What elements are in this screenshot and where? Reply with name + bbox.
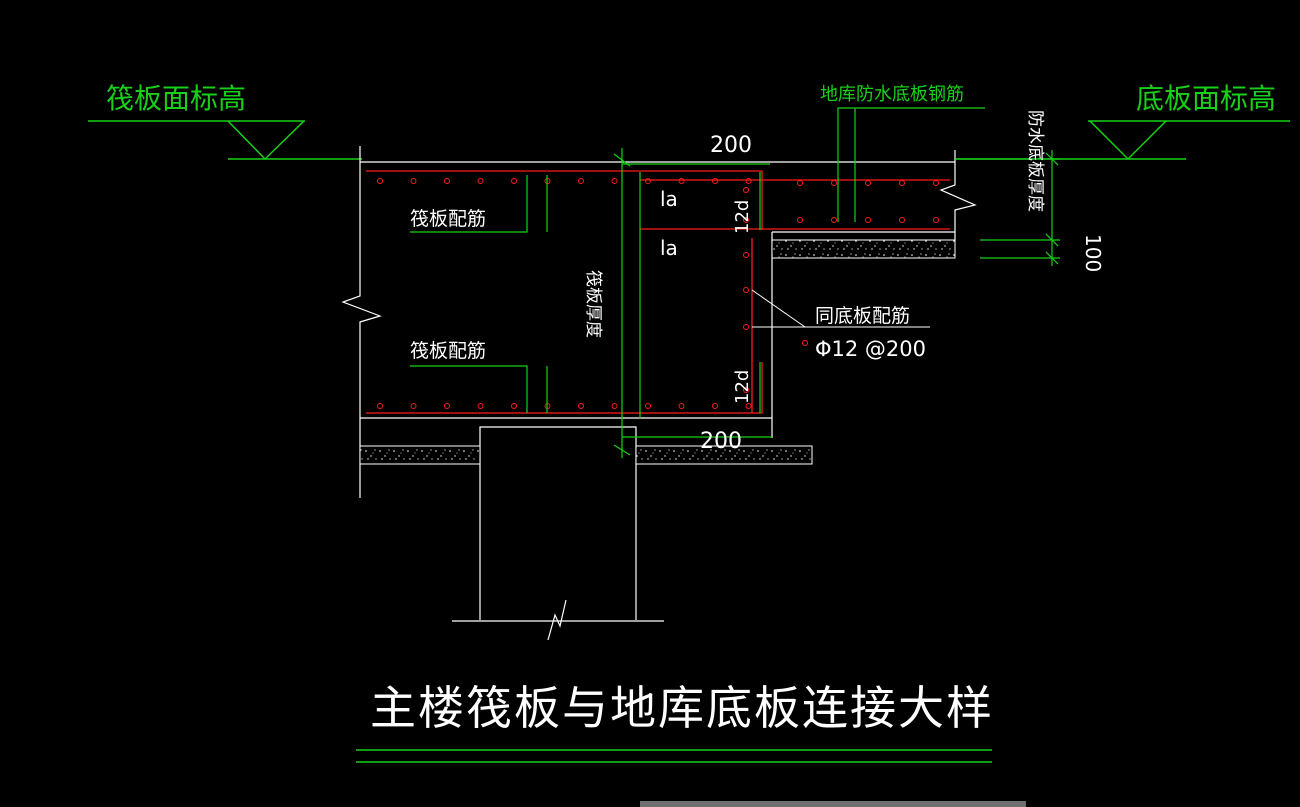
slab-elevation-label: 底板面标高 xyxy=(1136,82,1276,115)
rebar-dot xyxy=(743,387,749,393)
rebar-dot xyxy=(712,403,718,409)
rebar-lines xyxy=(366,170,950,414)
dim-100: 100 xyxy=(1081,234,1105,272)
rebar-dot xyxy=(477,178,484,184)
rebar-dot xyxy=(444,403,450,409)
rebar-dot xyxy=(743,187,749,193)
rebar-dot xyxy=(377,178,383,184)
pile-break xyxy=(547,599,567,641)
basement-rebar-label: 地库防水底板钢筋 xyxy=(820,84,964,105)
rebar-dot xyxy=(745,403,752,409)
raft-thickness-label: 筏板厚度 xyxy=(583,270,603,338)
rebar-dot xyxy=(743,287,749,293)
raft-reinforcement-label-top: 筏板配筋 xyxy=(410,208,486,230)
rebar-dot xyxy=(611,178,618,184)
d12-upper: 12d xyxy=(732,200,753,234)
rebar-dot xyxy=(933,180,939,186)
slab-bedding xyxy=(771,239,956,259)
la-upper: la xyxy=(660,187,678,211)
rebar-dot xyxy=(743,252,749,258)
rebar-spec-label: Φ12 @200 xyxy=(815,337,926,361)
dim-200-top: 200 xyxy=(710,133,752,158)
pile-outline xyxy=(479,426,637,620)
rebar-dot xyxy=(410,403,417,409)
rebar-dot xyxy=(578,403,584,409)
rebar-dot xyxy=(410,178,417,184)
raft-elevation-label: 筏板面标高 xyxy=(106,82,246,115)
rebar-dot xyxy=(831,217,837,223)
rebar-dot xyxy=(797,217,803,223)
dim-200-bottom: 200 xyxy=(700,429,742,454)
raft-elevation-marker: 筏板面标高 xyxy=(88,82,362,161)
same-as-slab-label: 同底板配筋 xyxy=(815,305,910,327)
d12-lower: 12d xyxy=(732,370,753,404)
rebar-dot xyxy=(511,403,517,409)
raft-bedding-right xyxy=(635,445,813,465)
right-break-line xyxy=(939,150,977,240)
scroll-bar[interactable] xyxy=(640,801,1026,807)
rebar-dot xyxy=(611,403,618,409)
rebar-dot xyxy=(933,217,939,223)
rebar-dot xyxy=(645,178,651,184)
raft-concrete-outline xyxy=(341,146,977,641)
raft-bedding-left xyxy=(359,445,481,465)
rebar-dot xyxy=(712,178,718,184)
rebar-dot xyxy=(865,180,871,186)
rebar-dot xyxy=(377,403,383,409)
rebar-dot xyxy=(511,178,517,184)
rebar-dot xyxy=(743,217,749,223)
rebar-dot xyxy=(678,178,685,184)
rebar-dot xyxy=(865,217,871,223)
drawing-title: 主楼筏板与地库底板连接大样 xyxy=(370,681,994,735)
rebar-dot xyxy=(645,403,651,409)
raft-reinforcement-label-bottom: 筏板配筋 xyxy=(410,340,486,362)
rebar-dot xyxy=(899,180,905,186)
rebar-dot xyxy=(477,403,484,409)
left-break-line xyxy=(341,146,382,498)
rebar-dot xyxy=(578,178,584,184)
rebar-dot xyxy=(743,324,749,330)
rebar-dot xyxy=(899,217,905,223)
rebar-dot xyxy=(802,340,808,346)
slab-rebar-leader xyxy=(751,289,930,328)
rebar-dot xyxy=(678,403,685,409)
rebar-dot xyxy=(444,178,450,184)
rebar-dot xyxy=(797,180,803,186)
waterproof-thickness-label: 防水底板厚度 xyxy=(1025,110,1045,212)
annotation-lines xyxy=(410,107,1060,458)
rebar-dot xyxy=(745,178,752,184)
la-lower: la xyxy=(660,236,678,260)
rebar-dot xyxy=(831,180,837,186)
slab-elevation-marker: 底板面标高 xyxy=(955,82,1290,161)
